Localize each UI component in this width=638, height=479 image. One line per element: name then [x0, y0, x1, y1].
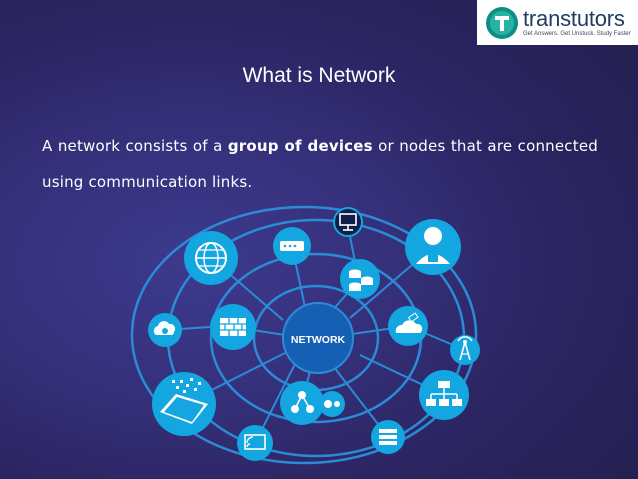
antenna-icon — [450, 335, 480, 365]
cloud-gear-icon — [148, 313, 182, 347]
logo-name: transtutors — [523, 5, 625, 31]
share-node-icon — [280, 381, 324, 425]
T-badge-icon — [486, 6, 518, 39]
router-icon — [273, 227, 311, 265]
firewall-icon — [210, 304, 256, 350]
globe-icon — [184, 231, 238, 285]
link-node-icon — [319, 391, 345, 417]
tablet-data-icon — [152, 372, 216, 436]
database-icon — [340, 259, 380, 299]
cast-screen-icon — [237, 425, 273, 461]
user-lock-icon — [405, 219, 461, 275]
body-text-start: A network consists of a — [42, 137, 228, 155]
network-center: NETWORK — [282, 302, 354, 374]
slide-body: A network consists of a group of devices… — [42, 128, 598, 200]
logo-tagline: Get Answers. Get Unstuck. Study Faster — [523, 30, 631, 37]
satellite-icon — [388, 306, 428, 346]
transtutors-logo[interactable]: transtutors Get Answers. Get Unstuck. St… — [477, 0, 638, 45]
network-center-label: NETWORK — [291, 334, 346, 346]
server-icon — [371, 420, 405, 454]
slide-title: What is Network — [242, 64, 396, 87]
body-text-end: or nodes that are connected using commun… — [42, 137, 598, 191]
monitor-icon — [333, 207, 363, 237]
body-text-emphasis: group of devices — [227, 137, 373, 155]
hierarchy-icon — [419, 370, 469, 420]
